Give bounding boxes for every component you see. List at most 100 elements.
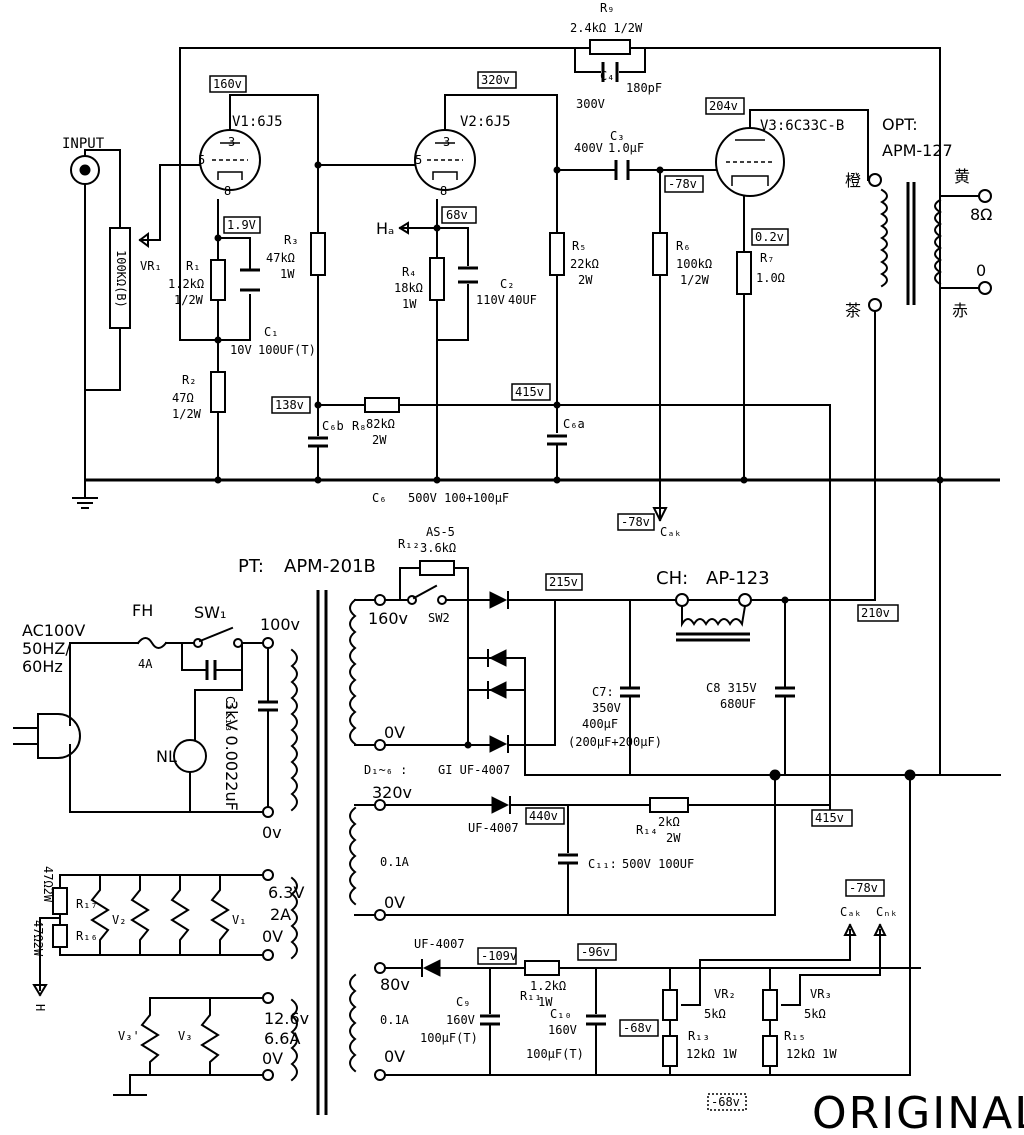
r2-watt: 1/2W [172,407,202,421]
pt-model: APM-201B [284,556,376,577]
pt-tap100-label: 100v [260,615,300,634]
opt-red: 赤 [952,301,968,320]
r3-resistor [310,232,326,276]
heater-h-arrow [32,984,48,997]
tap0v-label: 0V [384,723,405,742]
heater-voltage: 6.3V [268,883,304,902]
c3-ref: C₃ [610,129,624,143]
choke-terminal [738,593,752,607]
c6-value: 500V 100+100μF [408,491,509,505]
neg96-box [577,943,617,961]
v1-pin5: 5 [198,153,205,167]
cak-label: Cₐₖ [660,525,682,539]
node [464,741,472,749]
r1-resistor [210,259,226,301]
r12-resistor [419,560,455,576]
pt-primary-coil [290,648,298,812]
r4-ref: R₄ [402,265,416,279]
hv415-box [811,809,853,827]
hv-ground-return [524,657,1001,776]
tap160-label: 160v [368,609,408,628]
pt-320-coil [349,806,357,906]
tap-0: 0 [976,261,986,280]
c10-ref: C₁₀ [550,1007,572,1021]
input-signal-wire [84,149,121,229]
speaker-0-terminal[interactable] [978,281,992,295]
vr2-potentiometer[interactable] [662,989,678,1021]
node [433,476,441,484]
c11-value: 500V 100UF [622,857,694,871]
r14-watt: 2W [666,831,681,845]
hv415-voltage: 415v [815,811,844,825]
neg109-voltage: -109v [481,949,517,963]
heater-h-wire [39,917,61,991]
r11-value: 1.2kΩ [530,979,566,993]
choke-label: CH: [656,568,688,589]
node [656,166,664,174]
tap0c-label: 0V [384,893,405,912]
rail-415 [398,404,831,816]
speaker-8ohm-terminal[interactable] [978,189,992,203]
vr3-ref: VR₃ [810,987,832,1001]
opt-primary-coil [880,188,888,288]
heater2-v3a-label: V₃' [118,1029,140,1043]
ac-freq1: 50HZ/ [22,639,71,658]
neg68b-voltage: -68v [711,1095,740,1109]
choke-model: AP-123 [706,568,770,589]
heater-tap-top [262,869,274,881]
sw1-lever[interactable] [198,626,234,643]
sw1-contact[interactable] [233,638,243,648]
vr1-ground [84,327,121,391]
node [214,476,222,484]
neg68-box [619,1019,659,1037]
v3-cathode-voltage: 0.2v [755,230,784,244]
sw2-contact[interactable] [437,595,447,605]
tap320-label: 320v [372,783,412,802]
vr3-arrow [873,923,887,936]
uf4007a-label: UF-4007 [468,821,519,835]
c1-voltage: 10V [230,343,252,357]
r1-watt: 1/2W [174,293,204,307]
pt-label: PT: [238,556,264,577]
c6b-label: C₆b [322,419,344,433]
heater-tap-bottom [262,949,274,961]
r12-ref: R₁₂ [398,537,420,551]
r16-value: 47Ω2W [31,920,45,957]
sw2-label: SW2 [428,611,450,625]
heater2-tap-top [262,992,274,1004]
r15-resistor [762,1035,778,1067]
ac-plug [37,713,81,759]
r16-ref: R₁₆ [76,929,98,943]
v3-heater-b [200,997,220,1076]
b138-voltage: 138v [275,398,304,412]
opt-secondary-coil [934,198,942,286]
feedback-wire-right [629,47,941,481]
fuse-rating: 4A [138,657,153,671]
opt-model: APM-127 [882,141,953,160]
node [314,161,322,169]
r7-ref: R₇ [760,251,774,265]
r17-ref: R₁₇ [76,897,98,911]
diode-d1 [489,591,508,609]
v2-heater [90,874,110,956]
r8-watt: 2W [372,433,387,447]
node [214,336,222,344]
r3-value: 47kΩ [266,251,295,265]
vr1-ref: VR₁ [140,259,162,273]
sw2-lever[interactable] [412,584,438,600]
c7-ref: C7: [592,685,614,699]
ha-arrow [398,221,409,235]
pt-tap-160 [374,594,386,606]
ac-neutral-wire [69,744,269,813]
r1-value: 1.2kΩ [168,277,204,291]
neg68-voltage: -68v [623,1021,652,1035]
c7-value: 400μF [582,717,618,731]
r8-value: 82kΩ [366,417,395,431]
r7-value: 1.0Ω [756,271,785,285]
vr3-potentiometer[interactable] [762,989,778,1021]
v3-plate-wire [749,109,869,181]
input-jack-center [79,164,91,176]
r13-ref: R₁₃ [688,1029,710,1043]
c1-ref: C₁ [264,325,278,339]
bias-voltage: -78v [621,515,650,529]
